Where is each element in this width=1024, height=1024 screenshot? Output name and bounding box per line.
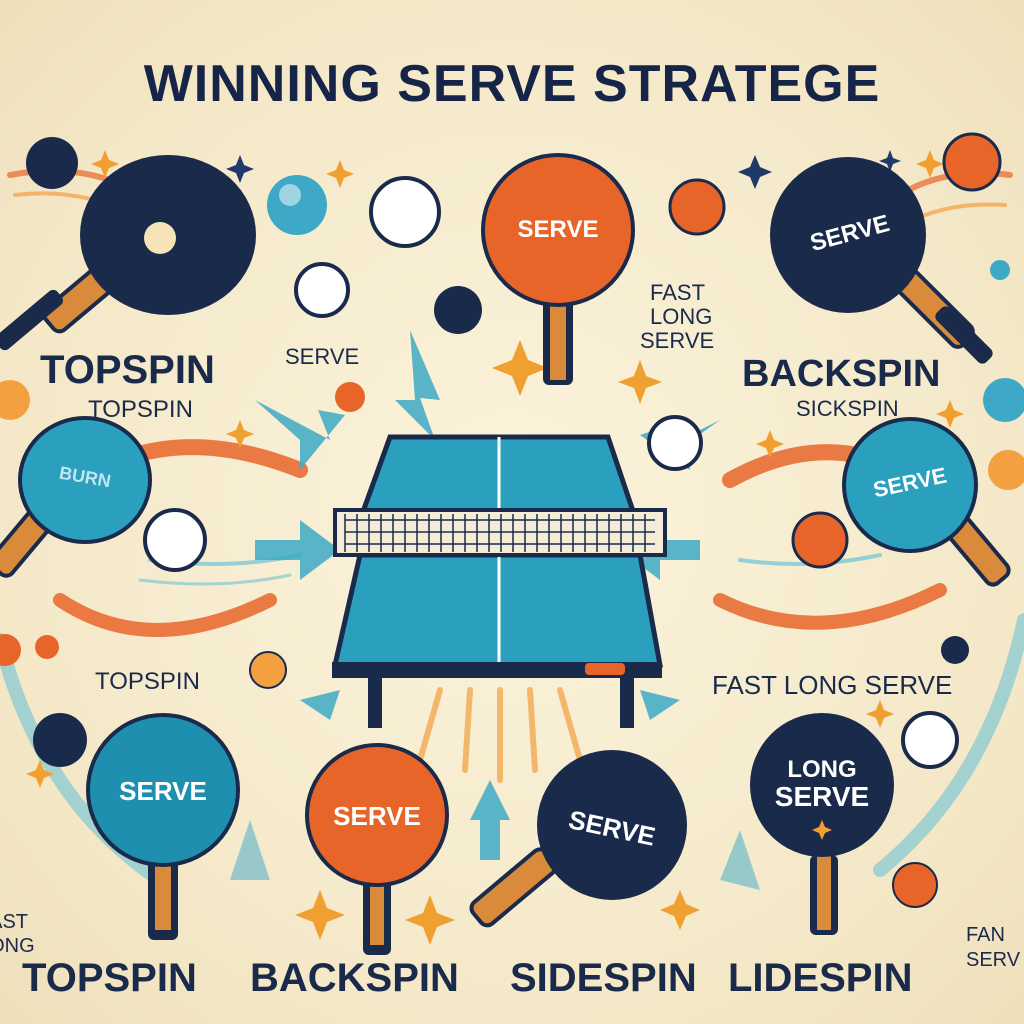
paddle-label-bottom-left: SERVE [119,776,207,806]
label-left-edge-fast: FAST [0,911,29,933]
label-sickspin-small: SICKSPIN [796,396,899,421]
paddle-mid-right [842,417,1011,587]
label-left-edge-long: LONG [0,935,35,957]
paddle-top-center [481,153,635,385]
label-topspin-mid: TOPSPIN [95,668,200,695]
label-topspin-small: TOPSPIN [88,396,193,423]
navy-sparkles [226,150,901,189]
paddle-label-bottom-right-line2: SERVE [774,781,870,812]
label-fast: FAST [650,280,706,305]
sparkle-stars [26,150,964,945]
bottom-label-lidespin: LIDESPIN [728,956,913,1000]
paddle-top-left [0,155,256,351]
paddle-bottom-dark [469,750,687,928]
bottom-label-backspin: BACKSPIN [250,956,459,1000]
bottom-label-sidespin: SIDESPIN [510,956,697,1000]
paddle-bottom-center [305,743,449,955]
page-title: WINNING SERVE STRATEGE [143,55,881,113]
balls [0,132,1024,908]
label-serve-small: SERVE [285,344,360,369]
paddle-label-top-center: SERVE [517,216,599,243]
label-backspin-big: BACKSPIN [742,353,941,395]
label-topspin-big: TOPSPIN [40,348,215,392]
label-serve: SERVE [640,328,715,353]
paddle-bottom-right [750,713,894,935]
paddle-mid-left [0,416,152,578]
paddle-label-bottom-right-line1: LONG [787,756,857,783]
ping-pong-table [331,434,667,783]
label-fast-long-serve-mid: FAST LONG SERVE [712,670,953,700]
paddle-top-right [770,157,993,364]
label-right-edge-serv: SERV [966,949,1021,971]
paddle-label-bottom-center: SERVE [333,801,421,831]
bottom-label-topspin: TOPSPIN [22,956,197,1000]
paddle-bottom-left [86,713,240,940]
label-long: LONG [650,304,713,329]
label-right-edge-fan: FAN [966,924,1005,946]
